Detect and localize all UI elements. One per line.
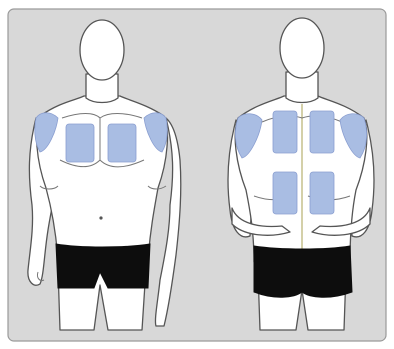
back-upper-pad-right (310, 111, 334, 153)
front-head (80, 20, 124, 80)
back-lower-pad-left (273, 172, 297, 214)
front-chest-pad-right (108, 124, 136, 162)
back-lower-pad-right (310, 172, 334, 214)
front-navel (99, 216, 102, 219)
back-shorts (254, 246, 352, 297)
front-chest-pad-left (66, 124, 94, 162)
back-upper-pad-left (273, 111, 297, 153)
back-head (280, 18, 324, 78)
